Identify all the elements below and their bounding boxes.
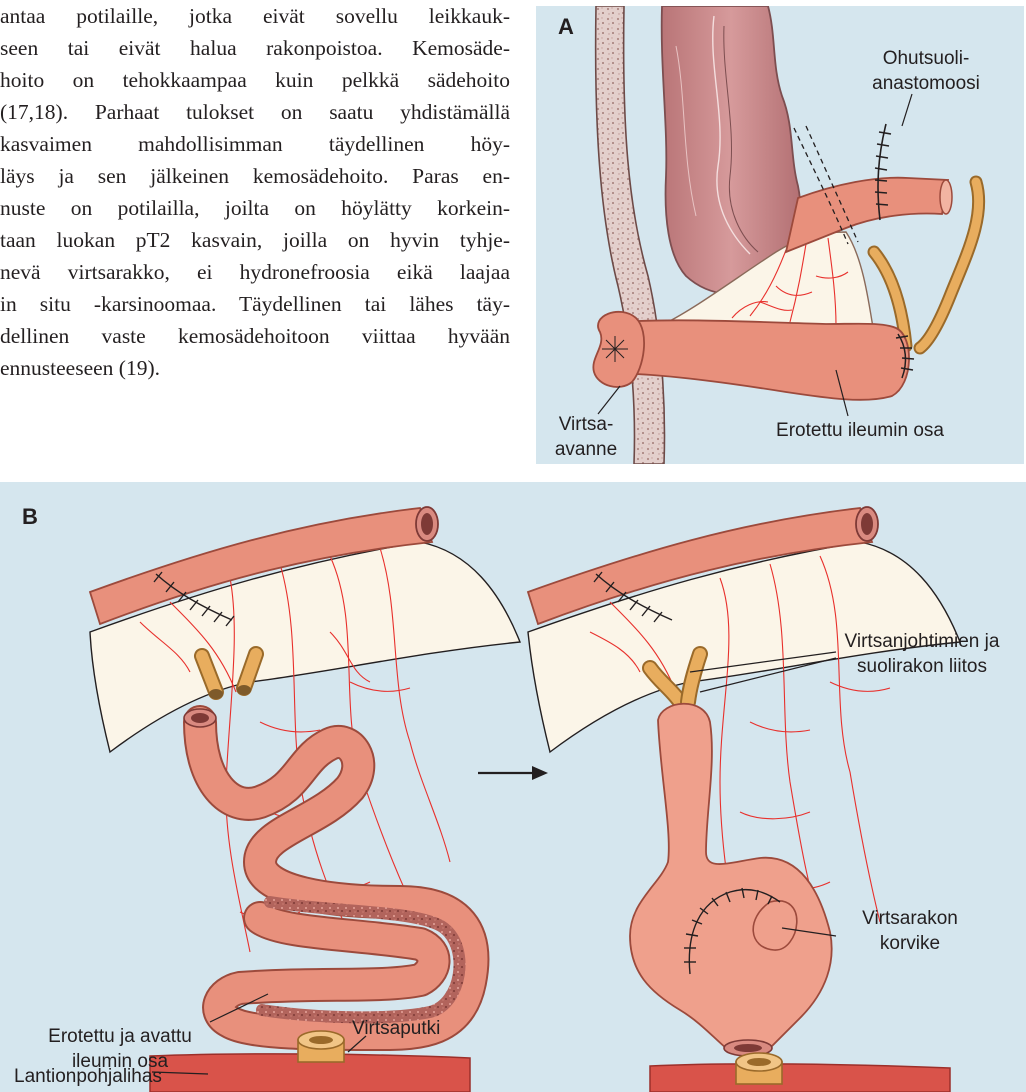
segment-lumen (191, 713, 209, 723)
label-ileum-segment: Erotettu ileumin osa (776, 420, 944, 441)
bowel-lumen-left (421, 513, 433, 535)
text-line: läys ja sen jälkeinen kemosädehoito. Par… (0, 160, 510, 192)
bowel-lumen-right (861, 513, 873, 535)
neobladder-outlet (734, 1044, 762, 1052)
neobladder (630, 704, 832, 1053)
label-opened-1: Erotettu ja avattu (48, 1026, 192, 1047)
text-line: ennusteeseen (19). (0, 352, 510, 384)
stage-before (90, 507, 520, 1092)
panel-label-a: A (558, 14, 574, 39)
text-line: taan luokan pT2 kasvain, joilla on hyvin… (0, 224, 510, 256)
urethra-lumen (309, 1036, 333, 1044)
text-line: kasvaimen mahdollisimman täydellinen höy… (0, 128, 510, 160)
text-line: dellinen vaste kemosädehoitoon viittaa h… (0, 320, 510, 352)
ureter-stump-1-end (209, 689, 223, 699)
text-line: antaa potilaille, jotka eivät sovellu le… (0, 0, 510, 32)
label-junction-2: suolirakon liitos (857, 656, 987, 677)
label-junction-1: Virtsanjohtimien ja (845, 631, 1000, 652)
ureter-stump-2-end (237, 685, 251, 695)
body-text: antaa potilaille, jotka eivät sovellu le… (0, 0, 510, 384)
text-line: seen tai eivät halua rakonpoistoa. Kemos… (0, 32, 510, 64)
figure-b-illustration: B Erotettu ja avattu ileumin osa Virtsap… (0, 482, 1026, 1092)
figure-panel-a: A Ohutsuoli- anastomoosi Virtsa- avanne … (536, 6, 1024, 464)
figure-a-illustration: A Ohutsuoli- anastomoosi Virtsa- avanne … (536, 6, 1024, 464)
text-line: (17,18). Parhaat tulokset on saatu yhdis… (0, 96, 510, 128)
transition-arrow (478, 766, 548, 780)
label-neobladder-2: korvike (880, 933, 940, 954)
label-stoma-2: avanne (555, 439, 617, 460)
label-stoma-1: Virtsa- (559, 414, 614, 435)
label-anastomosis-2: anastomoosi (872, 73, 980, 94)
abdominal-wall (596, 6, 665, 464)
text-line: nevä virtsarakko, ei hydronefroosia eikä… (0, 256, 510, 288)
ileal-segment (200, 722, 472, 1034)
text-line: in situ -karsinoomaa. Täydellinen tai lä… (0, 288, 510, 320)
pelvic-floor-muscle-right (650, 1064, 950, 1092)
bowel-end (940, 180, 952, 214)
label-neobladder-1: Virtsarakon (862, 908, 958, 929)
label-anastomosis-1: Ohutsuoli- (883, 48, 970, 69)
text-line: hoito on tehokkaampaa kuin pelkkä sädeho… (0, 64, 510, 96)
figure-panel-b: B Erotettu ja avattu ileumin osa Virtsap… (0, 482, 1026, 1092)
label-pelvic-floor: Lantionpohjalihas (14, 1066, 162, 1087)
urethra-right-lumen (747, 1058, 771, 1066)
label-urethra: Virtsaputki (352, 1018, 440, 1039)
small-bowel (786, 178, 948, 252)
panel-label-b: B (22, 504, 38, 529)
text-line: nuste on potilailla, joilta on höylätty … (0, 192, 510, 224)
stage-after (528, 507, 960, 1092)
